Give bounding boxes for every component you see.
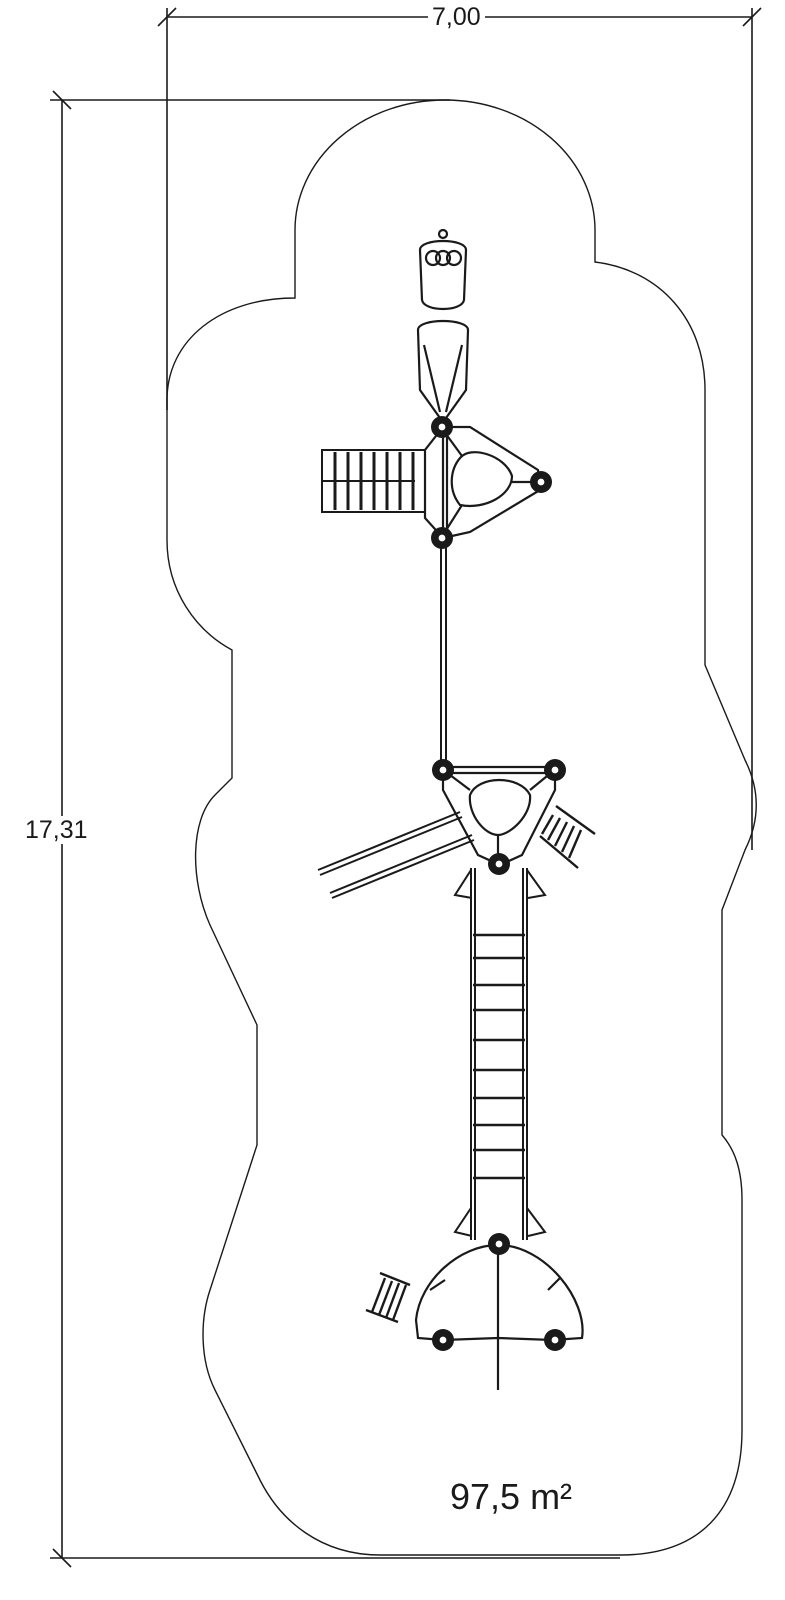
width-dimension-label: 7,00 — [428, 3, 485, 31]
length-dimension-label: 17,31 — [25, 816, 88, 844]
bottom-ladder — [365, 1271, 411, 1324]
width-dimension-line — [157, 7, 762, 850]
safety-zone-outline — [166, 99, 757, 1556]
middle-platform — [441, 765, 557, 867]
top-swing-seat — [416, 228, 470, 420]
post-centers — [437, 422, 560, 1345]
area-label: 97,5 m² — [450, 1476, 573, 1517]
connecting-bridge — [440, 540, 447, 768]
net-tunnel — [453, 868, 547, 1240]
upper-platform — [423, 425, 542, 540]
bottom-platform — [414, 1243, 584, 1390]
middle-ladder — [539, 805, 596, 869]
side-ladder — [321, 449, 426, 513]
slide — [317, 811, 475, 899]
posts — [431, 416, 566, 1351]
